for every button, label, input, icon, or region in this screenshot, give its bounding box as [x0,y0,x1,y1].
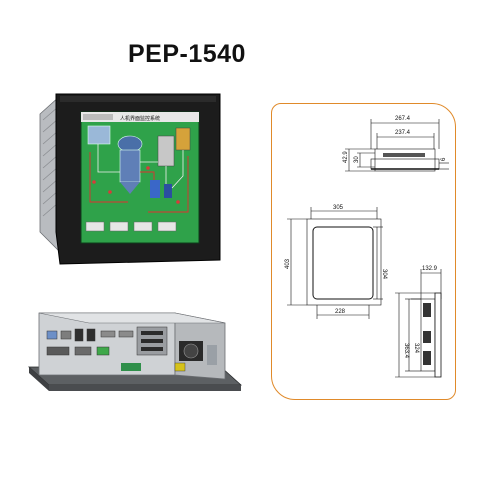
dim-side-inner-height: 324 [413,343,419,354]
dim-top-tab: 6 [441,157,447,161]
dimension-drawing: 267.4 237.4 42.9 30 6 305 403 304 228 [285,116,449,378]
screen-header-text: 人机界面监控系统 [120,115,160,122]
dim-side-depth: 132.9 [422,266,438,272]
dim-front-inner-height: 304 [381,269,387,280]
panel-pc-front-photo: 人机界面监控系统 [39,93,221,265]
dim-top-overall-width: 267.4 [395,116,411,122]
dim-top-depth: 30 [354,156,360,163]
dim-front-width: 305 [333,205,344,211]
dim-top-height: 42.9 [343,151,349,163]
product-title: PEP-1540 [128,40,246,68]
panel-pc-rear-photo [27,312,243,391]
dim-side-overall-height: 363.4 [403,343,409,359]
dim-front-bottom-width: 228 [335,309,346,315]
dim-top-inner-width: 237.4 [395,130,411,136]
dimension-drawing-frame [271,103,456,400]
dim-front-height: 403 [285,258,291,269]
